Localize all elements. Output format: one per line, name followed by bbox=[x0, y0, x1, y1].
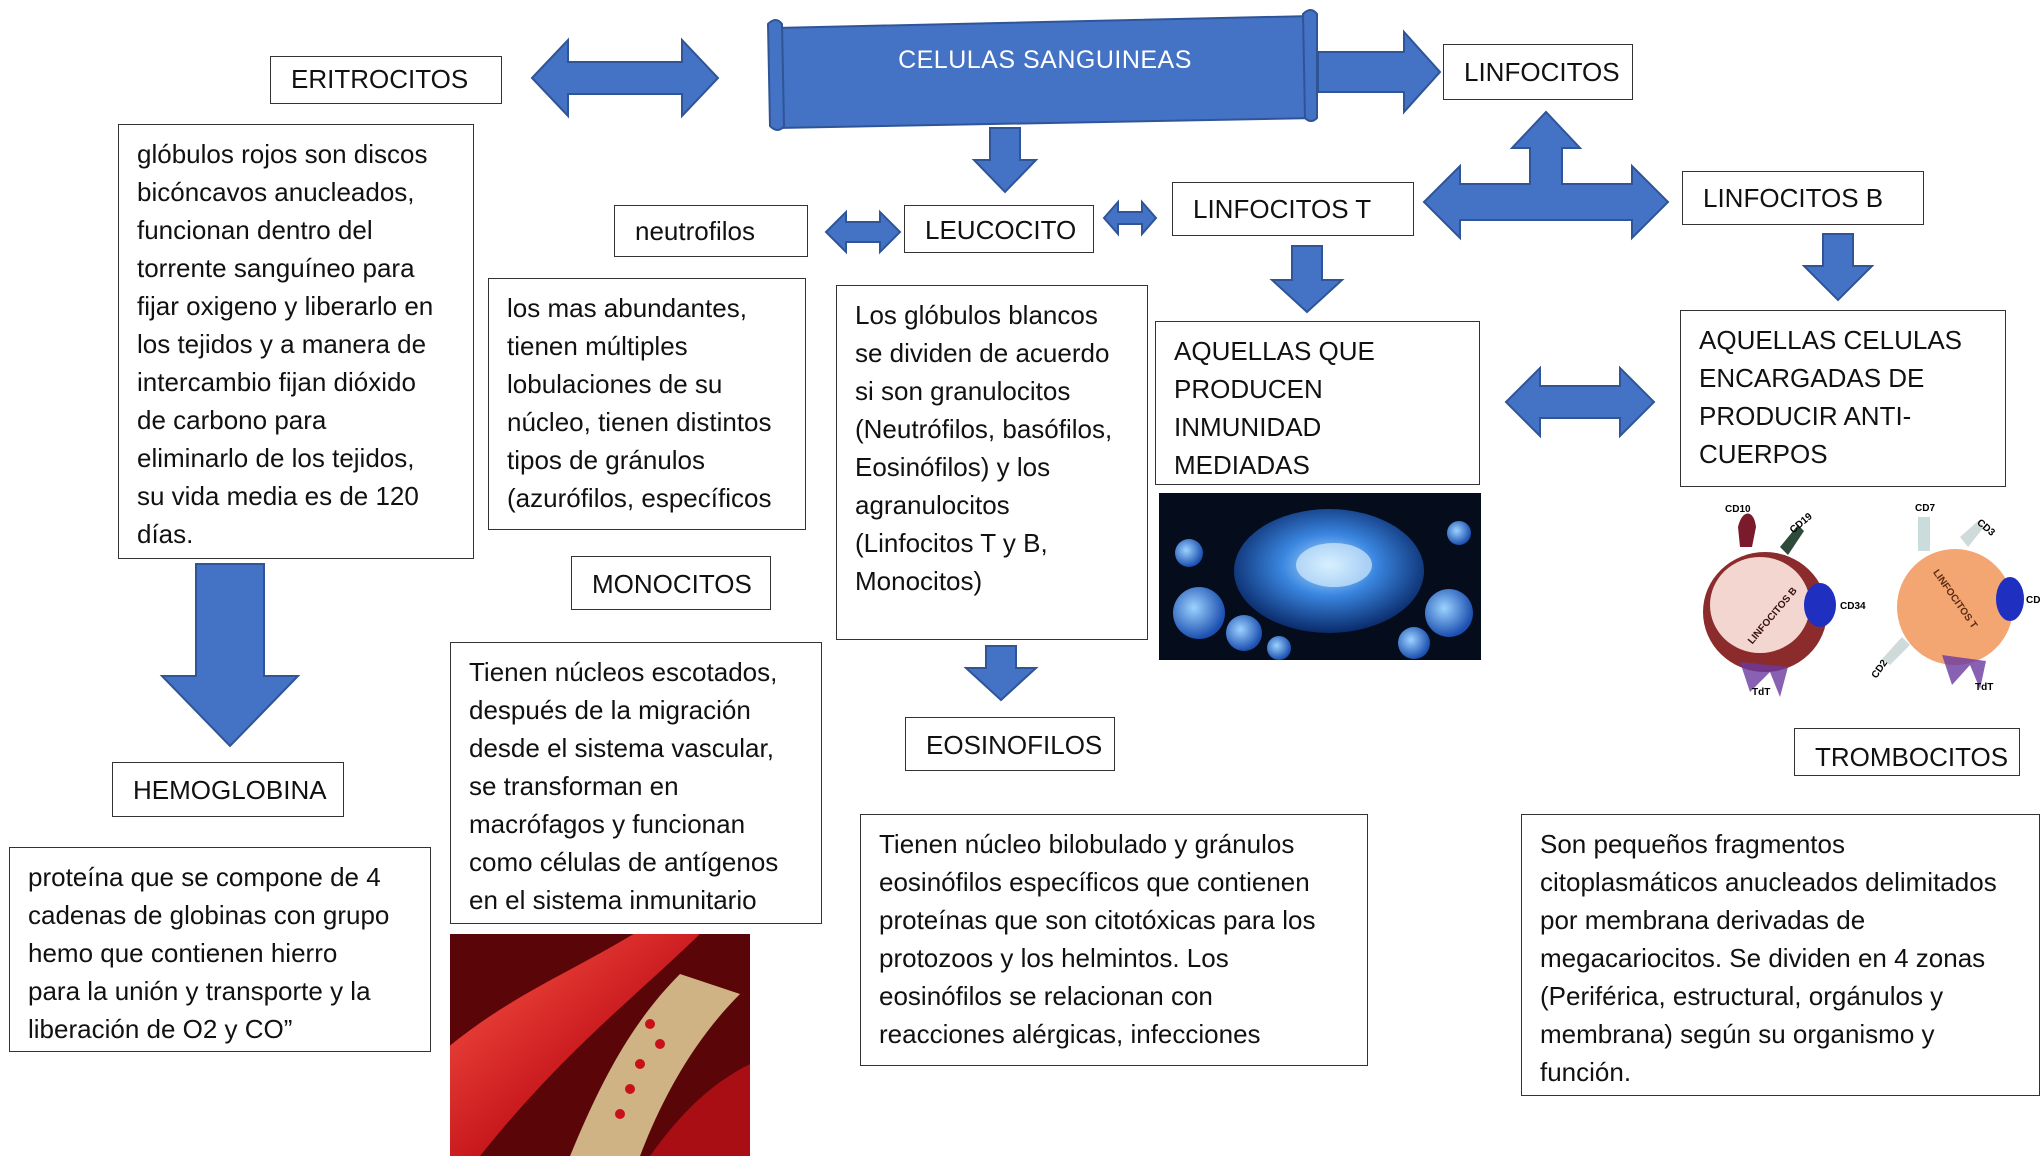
title-banner bbox=[766, 9, 1318, 131]
text-linfocitos-b: AQUELLAS CELULAS ENCARGADAS DE PRODUCIR … bbox=[1680, 310, 2006, 487]
b-marker-cd34: CD34 bbox=[1840, 601, 1866, 612]
arrow-leucocito-linfocitos-t bbox=[1102, 199, 1158, 237]
label-eosinofilos: EOSINOFILOS bbox=[905, 717, 1115, 771]
b-marker-tdt: TdT bbox=[1752, 687, 1770, 698]
label-trombocitos: TROMBOCITOS bbox=[1794, 728, 2020, 776]
text-linfocitos-t: AQUELLAS QUE PRODUCEN INMUNIDAD MEDIADAS… bbox=[1155, 321, 1480, 518]
label-monocitos: MONOCITOS bbox=[571, 556, 771, 610]
arrow-leucocito-eosinofilos bbox=[963, 645, 1039, 702]
text-trombocitos: Son pequeños fragmentos citoplasmáticos … bbox=[1521, 814, 2040, 1096]
label-leucocito: LEUCOCITO bbox=[904, 205, 1094, 253]
text-hemoglobina: proteína que se compone de 4 cadenas de … bbox=[9, 847, 431, 1052]
text-neutrofilos: los mas abundantes, tienen múltiples lob… bbox=[488, 278, 806, 530]
arrow-neutrofilos-leucocito bbox=[824, 209, 902, 255]
text-eosinofilos: Tienen núcleo bilobulado y gránulos eosi… bbox=[860, 814, 1368, 1066]
label-linfocitos-t: LINFOCITOS T bbox=[1172, 182, 1414, 236]
t-marker-cd34: CD34 bbox=[2026, 595, 2040, 606]
label-linfocitos-b: LINFOCITOS B bbox=[1682, 171, 1924, 225]
arrow-banner-linfocitos bbox=[1317, 29, 1442, 115]
arrow-linfocitos-branch bbox=[1422, 110, 1670, 241]
text-eritrocitos: glóbulos rojos son discos bicóncavos anu… bbox=[118, 124, 474, 559]
t-marker-cd3: CD3 bbox=[1974, 517, 1997, 539]
b-cell-diagram: CD10 CD19 CD34 TdT LINFOCITOS B bbox=[1703, 504, 1866, 698]
text-monocitos: Tienen núcleos escotados, después de la … bbox=[450, 642, 822, 924]
immune-cell-image bbox=[1159, 493, 1481, 660]
arrow-linfocitos-t-down bbox=[1269, 245, 1345, 314]
t-cell-diagram: CD7 CD3 CD34 CD2 TdT LINFOCITOS T bbox=[1870, 503, 2040, 693]
arrow-eritrocitos-banner bbox=[530, 37, 720, 119]
label-neutrofilos: neutrofilos bbox=[614, 205, 808, 257]
t-marker-cd7: CD7 bbox=[1915, 503, 1935, 514]
arrow-t-b-link bbox=[1504, 365, 1656, 439]
t-marker-tdt: TdT bbox=[1975, 682, 1993, 693]
arrow-banner-leucocito bbox=[971, 127, 1039, 194]
b-marker-cd10: CD10 bbox=[1725, 504, 1751, 515]
arrow-eritrocitos-hemoglobina bbox=[159, 563, 301, 748]
lymphocyte-marker-diagram: CD10 CD19 CD34 TdT LINFOCITOS B CD7 CD3 … bbox=[1670, 497, 2040, 702]
arrow-linfocitos-b-down bbox=[1801, 233, 1875, 302]
diagram-title: CELULAS SANGUINEAS bbox=[898, 46, 1192, 74]
label-eritrocitos: ERITROCITOS bbox=[270, 56, 502, 104]
blood-vessel-image bbox=[450, 934, 750, 1156]
text-leucocito: Los glóbulos blancos se dividen de acuer… bbox=[836, 285, 1148, 640]
label-linfocitos: LINFOCITOS bbox=[1443, 44, 1633, 100]
label-hemoglobina: HEMOGLOBINA bbox=[112, 762, 344, 817]
